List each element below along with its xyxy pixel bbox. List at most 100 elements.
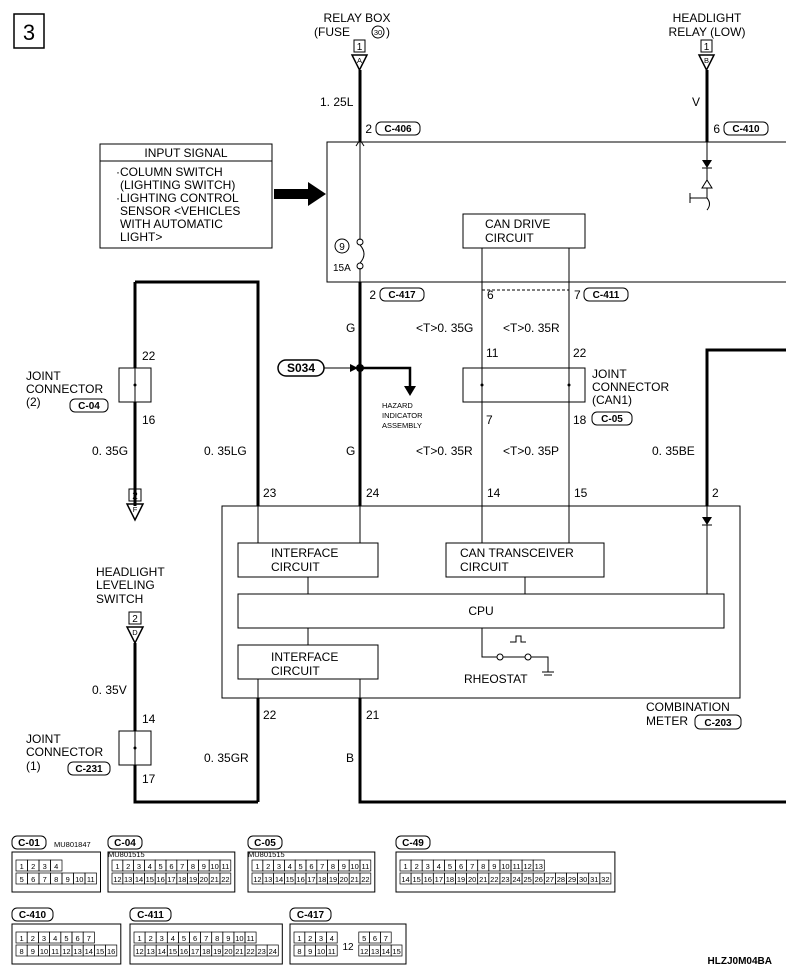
legend-c01-pin-9: 9 (66, 875, 70, 884)
pin-6-mid: 6 (487, 288, 494, 302)
relay-module-box (326, 141, 786, 283)
input-signal-line-2: (LIGHTING SWITCH) (120, 178, 235, 192)
legend-c411-pin-14: 14 (158, 947, 166, 956)
legend-c04-pin-18: 18 (178, 875, 186, 884)
legend-c410-pin-5: 5 (64, 934, 68, 943)
fuse-number: 30 (374, 28, 382, 37)
legend-c49-pin-23: 23 (501, 875, 509, 884)
leveling-pin-box (128, 611, 142, 625)
conn-2F-no: 2 (132, 491, 138, 502)
pin-6-top: 6 (713, 122, 720, 136)
legend-c04-cell-11 (219, 859, 232, 872)
legend-c417-pin-5: 5 (362, 934, 366, 943)
legend-c49-pin-3: 3 (426, 862, 430, 871)
hazard-line2: INDICATOR (382, 411, 423, 420)
legend-c417-cell-11 (326, 944, 338, 957)
can-drive-line1: CAN DRIVE (485, 217, 550, 231)
pin-14: 14 (487, 486, 501, 500)
legend-c417-pin-9: 9 (308, 947, 312, 956)
conn-2F-letter: F (133, 505, 138, 514)
legend-c05-pin-21: 21 (350, 875, 358, 884)
legend-c49-pin-21: 21 (479, 875, 487, 884)
legend-c04-pin-2: 2 (126, 862, 130, 871)
legend-c411-pin-10: 10 (235, 934, 243, 943)
legend-c04-pin-3: 3 (137, 862, 141, 871)
conn-c05-box (591, 411, 633, 426)
joint-2-line2: CONNECTOR (26, 382, 103, 396)
pin-18: 18 (573, 413, 587, 427)
headlight-relay-line1: HEADLIGHT (673, 11, 742, 25)
legend-c49-pin-11: 11 (513, 862, 521, 871)
legend-c04-pin-16: 16 (156, 875, 164, 884)
legend-c05-pin-5: 5 (299, 862, 303, 871)
input-signal-title: INPUT SIGNAL (144, 146, 227, 160)
legend-c410-pin-13: 13 (73, 947, 81, 956)
legend-c49-pin-17: 17 (435, 875, 443, 884)
input-signal-line-4: SENSOR <VEHICLES (120, 204, 240, 218)
legend-c417-pin-8: 8 (297, 947, 301, 956)
page-number: 3 (23, 20, 35, 45)
can-transceiver-line1: CAN TRANSCEIVER (460, 546, 574, 560)
cpu-label: CPU (468, 604, 493, 618)
legend-c417-cell-4 (326, 931, 338, 944)
legend-c411-pin-5: 5 (182, 934, 186, 943)
wire-035LG: 0. 35LG (204, 444, 247, 458)
pin-2-top: 2 (365, 122, 372, 136)
legend-c411-pin-11: 11 (247, 934, 255, 943)
legend-c01-pin-6: 6 (31, 875, 35, 884)
fuse-9: 9 (339, 242, 345, 253)
legend-c410-pin-8: 8 (20, 947, 24, 956)
legend-c49-cell-32 (599, 872, 612, 885)
legend-c49-pin-7: 7 (470, 862, 474, 871)
legend-c411-pin-22: 22 (246, 947, 254, 956)
wire-035V: 0. 35V (92, 683, 127, 697)
legend-c05-pin-3: 3 (277, 862, 281, 871)
legend-c49-cell-13 (532, 859, 545, 872)
legend-c49-tag (395, 835, 431, 850)
legend-c49-pin-27: 27 (546, 875, 554, 884)
legend-c417-pin-15: 15 (392, 947, 400, 956)
legend-c49-housing (395, 851, 616, 893)
legend-c411-cell-24 (266, 944, 279, 957)
can-transceiver-line2: CIRCUIT (460, 560, 509, 574)
legend-c49-pin-29: 29 (568, 875, 576, 884)
legend-c05-pin-11: 11 (362, 862, 370, 871)
joint-2-line3: (2) (26, 395, 41, 409)
relay-box-source: RELAY BOX (FUSE 30 ) 1 A (314, 11, 390, 72)
page-number-box (13, 13, 45, 49)
legend-c04-part: MU801515 (108, 850, 145, 859)
legend-c01-label: C-01 (18, 838, 40, 849)
input-signal-line-3: ·LIGHTING CONTROL (116, 191, 239, 205)
conn-c411: C-411 (593, 290, 620, 301)
legend-c417-center: 12 (342, 942, 354, 953)
wire-T035R-a: <T>0. 35R (503, 321, 560, 335)
legend-c05-pin-14: 14 (275, 875, 283, 884)
legend-c04-pin-15: 15 (146, 875, 154, 884)
pin-2-right: 2 (712, 486, 719, 500)
wire-035BE: 0. 35BE (652, 444, 695, 458)
legend-c01-pin-1: 1 (20, 862, 24, 871)
legend-c411-pin-7: 7 (204, 934, 208, 943)
legend-c01-pin-4: 4 (54, 862, 58, 871)
combination-meter-box (221, 505, 741, 699)
footer-code: HLZJ0M04BA (708, 956, 772, 967)
input-signal-line-6: LIGHT> (120, 230, 162, 244)
legend-c05-pin-10: 10 (350, 862, 358, 871)
legend-c411-pin-24: 24 (269, 947, 277, 956)
legend-c04-pin-8: 8 (191, 862, 195, 871)
pin-23: 23 (263, 486, 277, 500)
wire-T035P: <T>0. 35P (503, 444, 559, 458)
legend-c49-label: C-49 (402, 838, 424, 849)
legend-c05-pin-8: 8 (331, 862, 335, 871)
pin-7-mid: 7 (574, 288, 581, 302)
legend-c04-pin-4: 4 (148, 862, 152, 871)
legend-c05-pin-15: 15 (286, 875, 294, 884)
conn-c406-box (375, 121, 421, 136)
legend-c417-pin-12: 12 (360, 947, 368, 956)
legend-c04-pin-19: 19 (189, 875, 197, 884)
legend-c410-pin-11: 11 (51, 947, 59, 956)
legend-c05-pin-17: 17 (307, 875, 315, 884)
leveling-pin-letter: D (132, 628, 138, 637)
legend-c410-pin-15: 15 (96, 947, 104, 956)
cpu-box (237, 593, 725, 629)
